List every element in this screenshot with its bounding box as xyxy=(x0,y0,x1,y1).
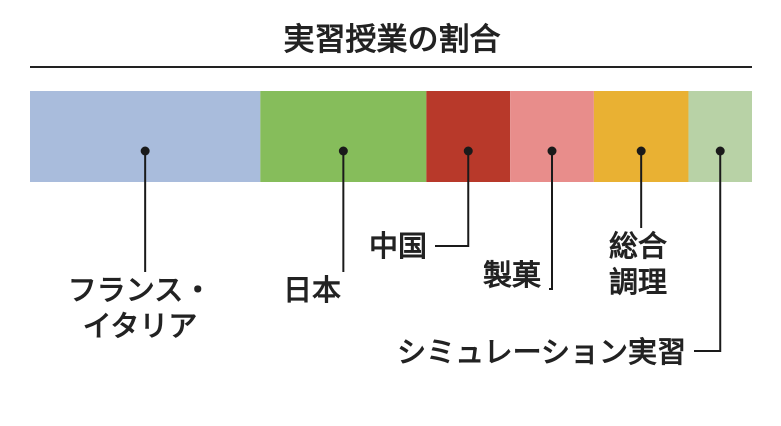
stacked-bar xyxy=(30,91,752,182)
leader-line xyxy=(694,151,722,352)
segment-label: 中国 xyxy=(369,229,427,263)
leader-line xyxy=(435,151,470,247)
leader-lines xyxy=(140,146,725,352)
segment-label: イタリア xyxy=(83,309,198,343)
chart-title: 実習授業の割合 xyxy=(284,22,501,58)
segment-label: 総合 xyxy=(609,229,667,263)
segment-label: 製菓 xyxy=(483,258,542,292)
segment-label: シミュレーション実習 xyxy=(397,335,686,369)
segment-label: 日本 xyxy=(283,273,341,307)
segment-label: 調理 xyxy=(609,265,667,299)
segment-label: フランス・ xyxy=(68,273,212,307)
leader-line xyxy=(549,151,554,290)
